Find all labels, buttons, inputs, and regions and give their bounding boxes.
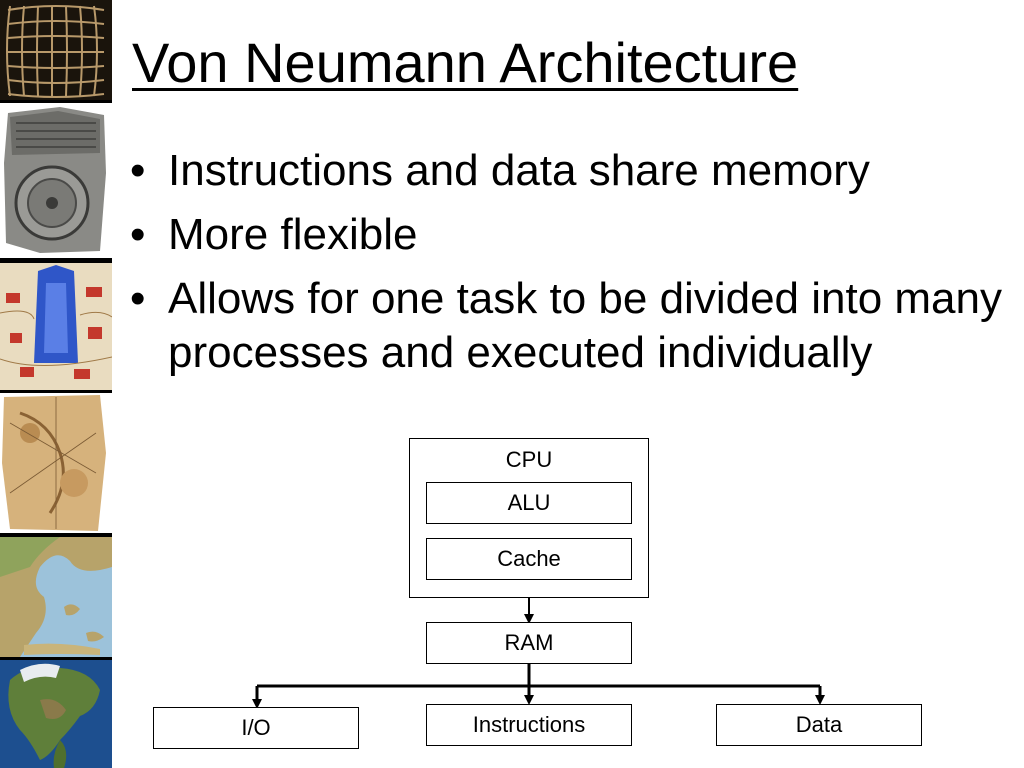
bullet-item: • More flexible [130,208,1010,262]
bullet-item: • Allows for one task to be divided into… [130,272,1010,380]
data-box: Data [716,704,922,746]
left-image-strip [0,0,112,768]
bullet-text: More flexible [168,210,418,259]
medieval-map-image [0,263,112,390]
greece-map-image [0,537,112,657]
alu-box: ALU [426,482,632,524]
bullet-text: Instructions and data share memory [168,146,870,195]
cpu-label: CPU [505,447,553,472]
alu-label: ALU [507,490,551,515]
bullet-marker: • [130,146,146,195]
bullet-marker: • [130,210,146,259]
cache-label: Cache [497,546,561,571]
ram-box: RAM [426,622,632,664]
north-america-globe-image [0,660,112,768]
bullet-text: Allows for one task to be divided into m… [168,274,1003,377]
ram-label: RAM [504,630,554,655]
instructions-label: Instructions [472,712,586,737]
data-label: Data [795,712,843,737]
cpu-box: CPU [409,438,649,598]
bullet-marker: • [130,274,146,323]
instructions-box: Instructions [426,704,632,746]
io-box: I/O [153,707,359,749]
bullet-list: • Instructions and data share memory • M… [130,144,1010,390]
cache-box: Cache [426,538,632,580]
io-label: I/O [241,715,271,740]
bullet-item: • Instructions and data share memory [130,144,1010,198]
clay-tablet-map-image [0,103,112,258]
grid-map-image [0,0,112,100]
slide-title: Von Neumann Architecture [132,31,799,94]
parchment-map-image [0,393,112,533]
